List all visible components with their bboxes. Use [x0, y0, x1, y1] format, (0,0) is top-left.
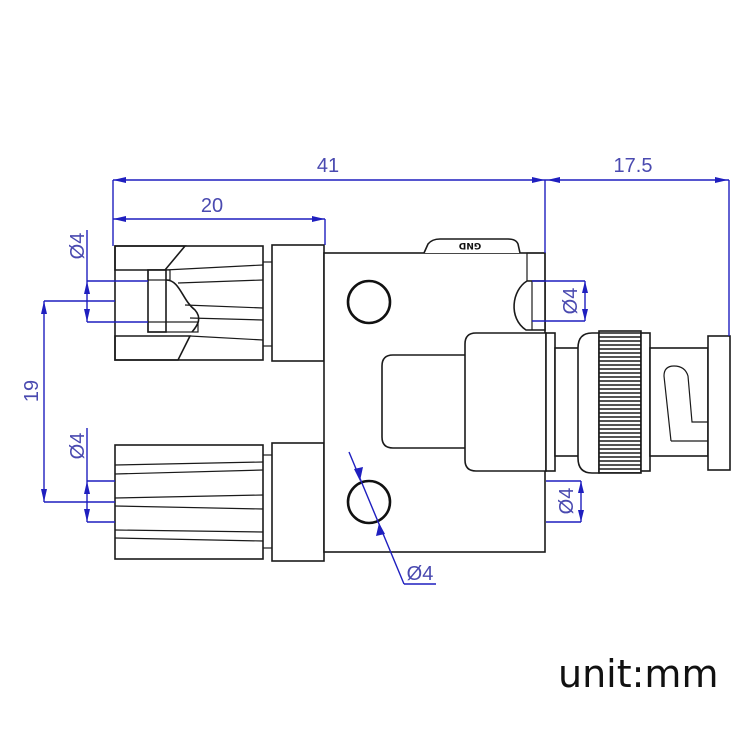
- dimension-upper-post-hole: Ø4: [67, 230, 148, 323]
- dimension-mounting-hole: Ø4: [348, 451, 436, 585]
- gnd-mark: GND: [459, 240, 481, 250]
- dimension-20: 20: [113, 195, 326, 245]
- svg-text:Ø4: Ø4: [67, 233, 89, 260]
- dimension-17-5: 17.5: [545, 155, 730, 336]
- dimension-19: 19: [21, 300, 115, 503]
- svg-text:20: 20: [201, 195, 223, 217]
- svg-text:Ø4: Ø4: [407, 563, 434, 585]
- svg-text:Ø4: Ø4: [556, 488, 578, 515]
- svg-text:Ø4: Ø4: [560, 288, 582, 315]
- upper-binding-post: [114, 244, 325, 362]
- svg-text:Ø4: Ø4: [67, 433, 89, 460]
- unit-label: unit:mm: [558, 652, 719, 696]
- lower-binding-post: [114, 442, 325, 562]
- svg-text:17.5: 17.5: [614, 155, 653, 177]
- upper-mounting-hole: [346, 279, 392, 325]
- dimension-side-hole-lower: Ø4: [546, 480, 584, 523]
- dimension-side-hole-upper: Ø4: [532, 280, 588, 322]
- lower-mounting-hole: [346, 479, 392, 525]
- svg-text:19: 19: [21, 380, 43, 402]
- svg-text:41: 41: [317, 155, 339, 177]
- dimension-41: 41: [112, 155, 546, 253]
- bnc-male-connector: [381, 330, 731, 474]
- dimension-lower-post-hole: Ø4: [67, 428, 115, 523]
